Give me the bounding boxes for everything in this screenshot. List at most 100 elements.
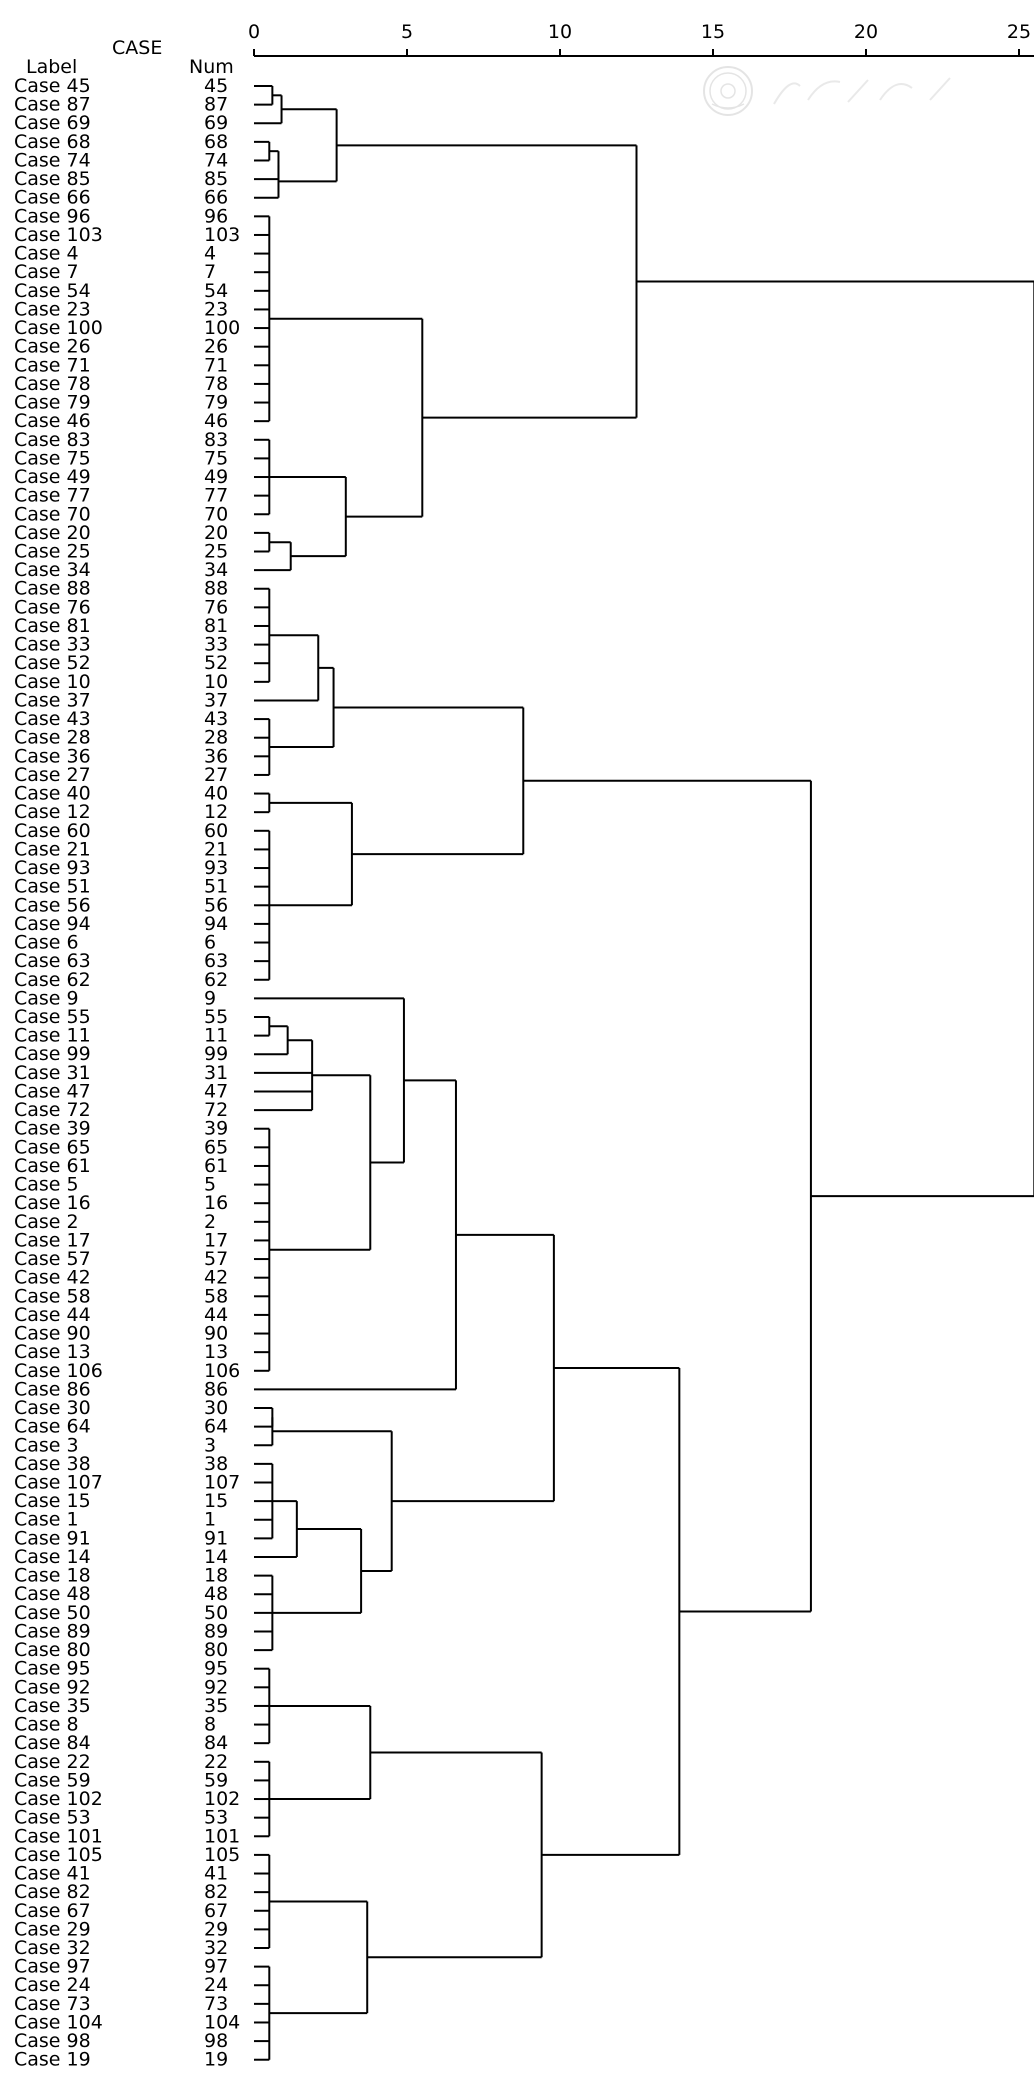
leaf-label: Case 69 [14,112,91,134]
leaf-label: Case 3 [14,1434,79,1456]
leaf-num: 49 [204,466,228,488]
leaf-label: Case 103 [14,224,103,246]
cluster-merge [541,1367,681,1856]
leaf-label: Case 8 [14,1714,79,1736]
leaf-label: Case 72 [14,1099,91,1121]
leaf-num: 72 [204,1099,228,1121]
cluster-merge [272,1528,363,1614]
axis-tick-label: 20 [854,21,878,43]
leaf-label: Case 20 [14,522,91,544]
leaf-num: 8 [204,1714,216,1736]
leaf-label: Case 17 [14,1229,91,1251]
leaf-num: 41 [204,1863,228,1885]
leaf-label: Case 87 [14,94,91,116]
leaf-label: Case 11 [14,1025,91,1047]
leaf-num: 18 [204,1565,228,1587]
leaf-num: 86 [204,1378,228,1400]
leaf-label: Case 34 [14,559,91,581]
axis-tick-label: 10 [548,21,572,43]
leaf-label: Case 43 [14,708,91,730]
leaf-label: Case 79 [14,392,91,414]
leaf-label: Case 83 [14,429,91,451]
leaf-label: Case 99 [14,1043,91,1065]
leaf-num: 76 [204,596,228,618]
leaf-label: Case 71 [14,354,91,376]
leaf-label: Case 54 [14,280,91,302]
cluster-merge [336,144,638,419]
leaf-label: Case 81 [14,615,91,637]
leaf-num: 47 [204,1080,228,1102]
leaf-num: 63 [204,950,228,972]
cluster-merge [254,1039,314,1112]
leaf-num: 48 [204,1583,228,1605]
leaf-num: 32 [204,1937,228,1959]
cluster-merge [269,1074,372,1251]
leaf-num: 37 [204,689,228,711]
axis-tick-label: 5 [401,21,413,43]
leaf-num: 91 [204,1527,228,1549]
leaf-label: Case 27 [14,764,91,786]
leaf-label: Case 40 [14,783,91,805]
leaf-label: Case 55 [14,1006,91,1028]
leaf-label: Case 57 [14,1248,91,1270]
leaf-num: 75 [204,447,228,469]
leaf-num: 26 [204,336,228,358]
leaf-num: 54 [204,280,228,302]
leaf-num: 52 [204,652,228,674]
leaf-num: 107 [204,1472,240,1494]
leaf-label: Case 19 [14,2049,91,2071]
leaf-num: 25 [204,541,228,563]
leaf-label: Case 10 [14,671,91,693]
leaf-label: Case 4 [14,243,79,265]
leaf-num: 68 [204,131,228,153]
cluster-merge [254,1127,271,1372]
leaf-label: Case 47 [14,1080,91,1102]
cluster-merge [254,1407,274,1428]
leaf-label: Case 56 [14,894,91,916]
leaf-num: 12 [204,801,228,823]
leaf-label: Case 84 [14,1732,91,1754]
leaf-num: 90 [204,1323,228,1345]
cluster-merge [254,1667,271,1745]
leaf-num: 89 [204,1620,228,1642]
cluster-merge [254,1965,271,2061]
leaf-label: Case 26 [14,336,91,358]
leaf-num: 69 [204,112,228,134]
leaf-label: Case 44 [14,1304,91,1326]
leaf-label: Case 76 [14,596,91,618]
leaf-num: 23 [204,298,228,320]
cluster-merge [254,997,405,1164]
leaf-num: 50 [204,1602,228,1624]
leaf-label: Case 9 [14,987,79,1009]
leaf-label: Case 42 [14,1267,91,1289]
leaf-num: 83 [204,429,228,451]
leaf-label: Case 98 [14,2030,91,2052]
leaf-num: 21 [204,838,228,860]
cluster-merge [254,829,271,981]
leaf-num: 64 [204,1416,228,1438]
leaf-label: Case 41 [14,1863,91,1885]
leaf-label: Case 18 [14,1565,91,1587]
leaf-num: 28 [204,727,228,749]
leaf-label: Case 25 [14,541,91,563]
leaf-num: 17 [204,1229,228,1251]
leaf-label: Case 45 [14,75,91,97]
leaf-num: 99 [204,1043,228,1065]
leaf-num: 35 [204,1695,228,1717]
leaf-num: 96 [204,205,228,227]
leaf-num: 60 [204,820,228,842]
leaf-label: Case 29 [14,1918,91,1940]
leaf-label: Case 2 [14,1211,79,1233]
leaf-num: 101 [204,1825,240,1847]
leaf-label: Case 49 [14,466,91,488]
leaf-label: Case 50 [14,1602,91,1624]
leaf-label: Case 7 [14,261,79,283]
cluster-merge [254,1417,274,1447]
cluster-merge [254,531,271,553]
leaf-num: 56 [204,894,228,916]
leaf-num: 19 [204,2049,228,2071]
leaf-label: Case 12 [14,801,91,823]
leaf-label: Case 78 [14,373,91,395]
leaf-num: 38 [204,1453,228,1475]
leaf-label: Case 92 [14,1676,91,1698]
